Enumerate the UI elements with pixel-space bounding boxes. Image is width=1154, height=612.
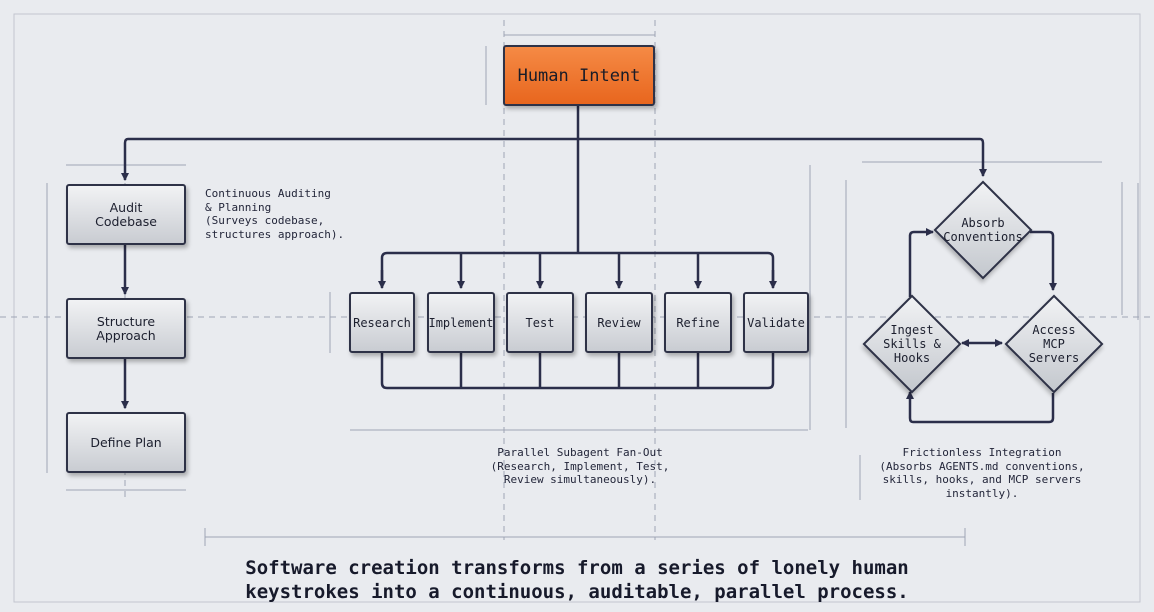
subagent-validate-node: Validate bbox=[743, 292, 809, 353]
subagent-research-node: Research bbox=[349, 292, 415, 353]
define-plan-node: Define Plan bbox=[66, 412, 186, 473]
ingest-skills-label: Ingest Skills & Hooks bbox=[883, 323, 941, 365]
subagent-label: Implement bbox=[428, 315, 494, 330]
frictionless-integration-note: Frictionless Integration (Absorbs AGENTS… bbox=[879, 446, 1085, 500]
access-mcp-label: Access MCP Servers bbox=[1028, 323, 1080, 365]
parallel-fanout-note: Parallel Subagent Fan-Out (Research, Imp… bbox=[490, 446, 670, 486]
structure-approach-label: Structure Approach bbox=[96, 313, 156, 343]
absorb-conventions-node: Absorb Conventions bbox=[933, 180, 1033, 280]
define-plan-label: Define Plan bbox=[90, 434, 162, 450]
subagent-test-node: Test bbox=[506, 292, 574, 353]
ingest-skills-node: Ingest Skills & Hooks bbox=[862, 294, 962, 394]
subagent-label: Validate bbox=[747, 315, 805, 330]
absorb-conventions-label: Absorb Conventions bbox=[943, 216, 1023, 244]
subagent-refine-node: Refine bbox=[664, 292, 732, 353]
subagent-label: Refine bbox=[676, 315, 720, 330]
subagent-label: Test bbox=[525, 315, 555, 330]
subagent-label: Review bbox=[597, 315, 641, 330]
human-intent-label: Human Intent bbox=[517, 65, 641, 86]
subagent-label: Research bbox=[353, 315, 411, 330]
flow-connectors bbox=[121, 106, 1057, 424]
audit-codebase-label: Audit Codebase bbox=[95, 199, 157, 229]
structure-approach-node: Structure Approach bbox=[66, 298, 186, 359]
blueprint-guides bbox=[0, 13, 1154, 603]
access-mcp-node: Access MCP Servers bbox=[1004, 294, 1104, 394]
human-intent-node: Human Intent bbox=[503, 45, 655, 106]
auditing-planning-note: Continuous Auditing & Planning (Surveys … bbox=[205, 187, 345, 241]
audit-codebase-node: Audit Codebase bbox=[66, 184, 186, 245]
subagent-implement-node: Implement bbox=[427, 292, 495, 353]
headline-caption: Software creation transforms from a seri… bbox=[245, 557, 909, 603]
subagent-review-node: Review bbox=[585, 292, 653, 353]
